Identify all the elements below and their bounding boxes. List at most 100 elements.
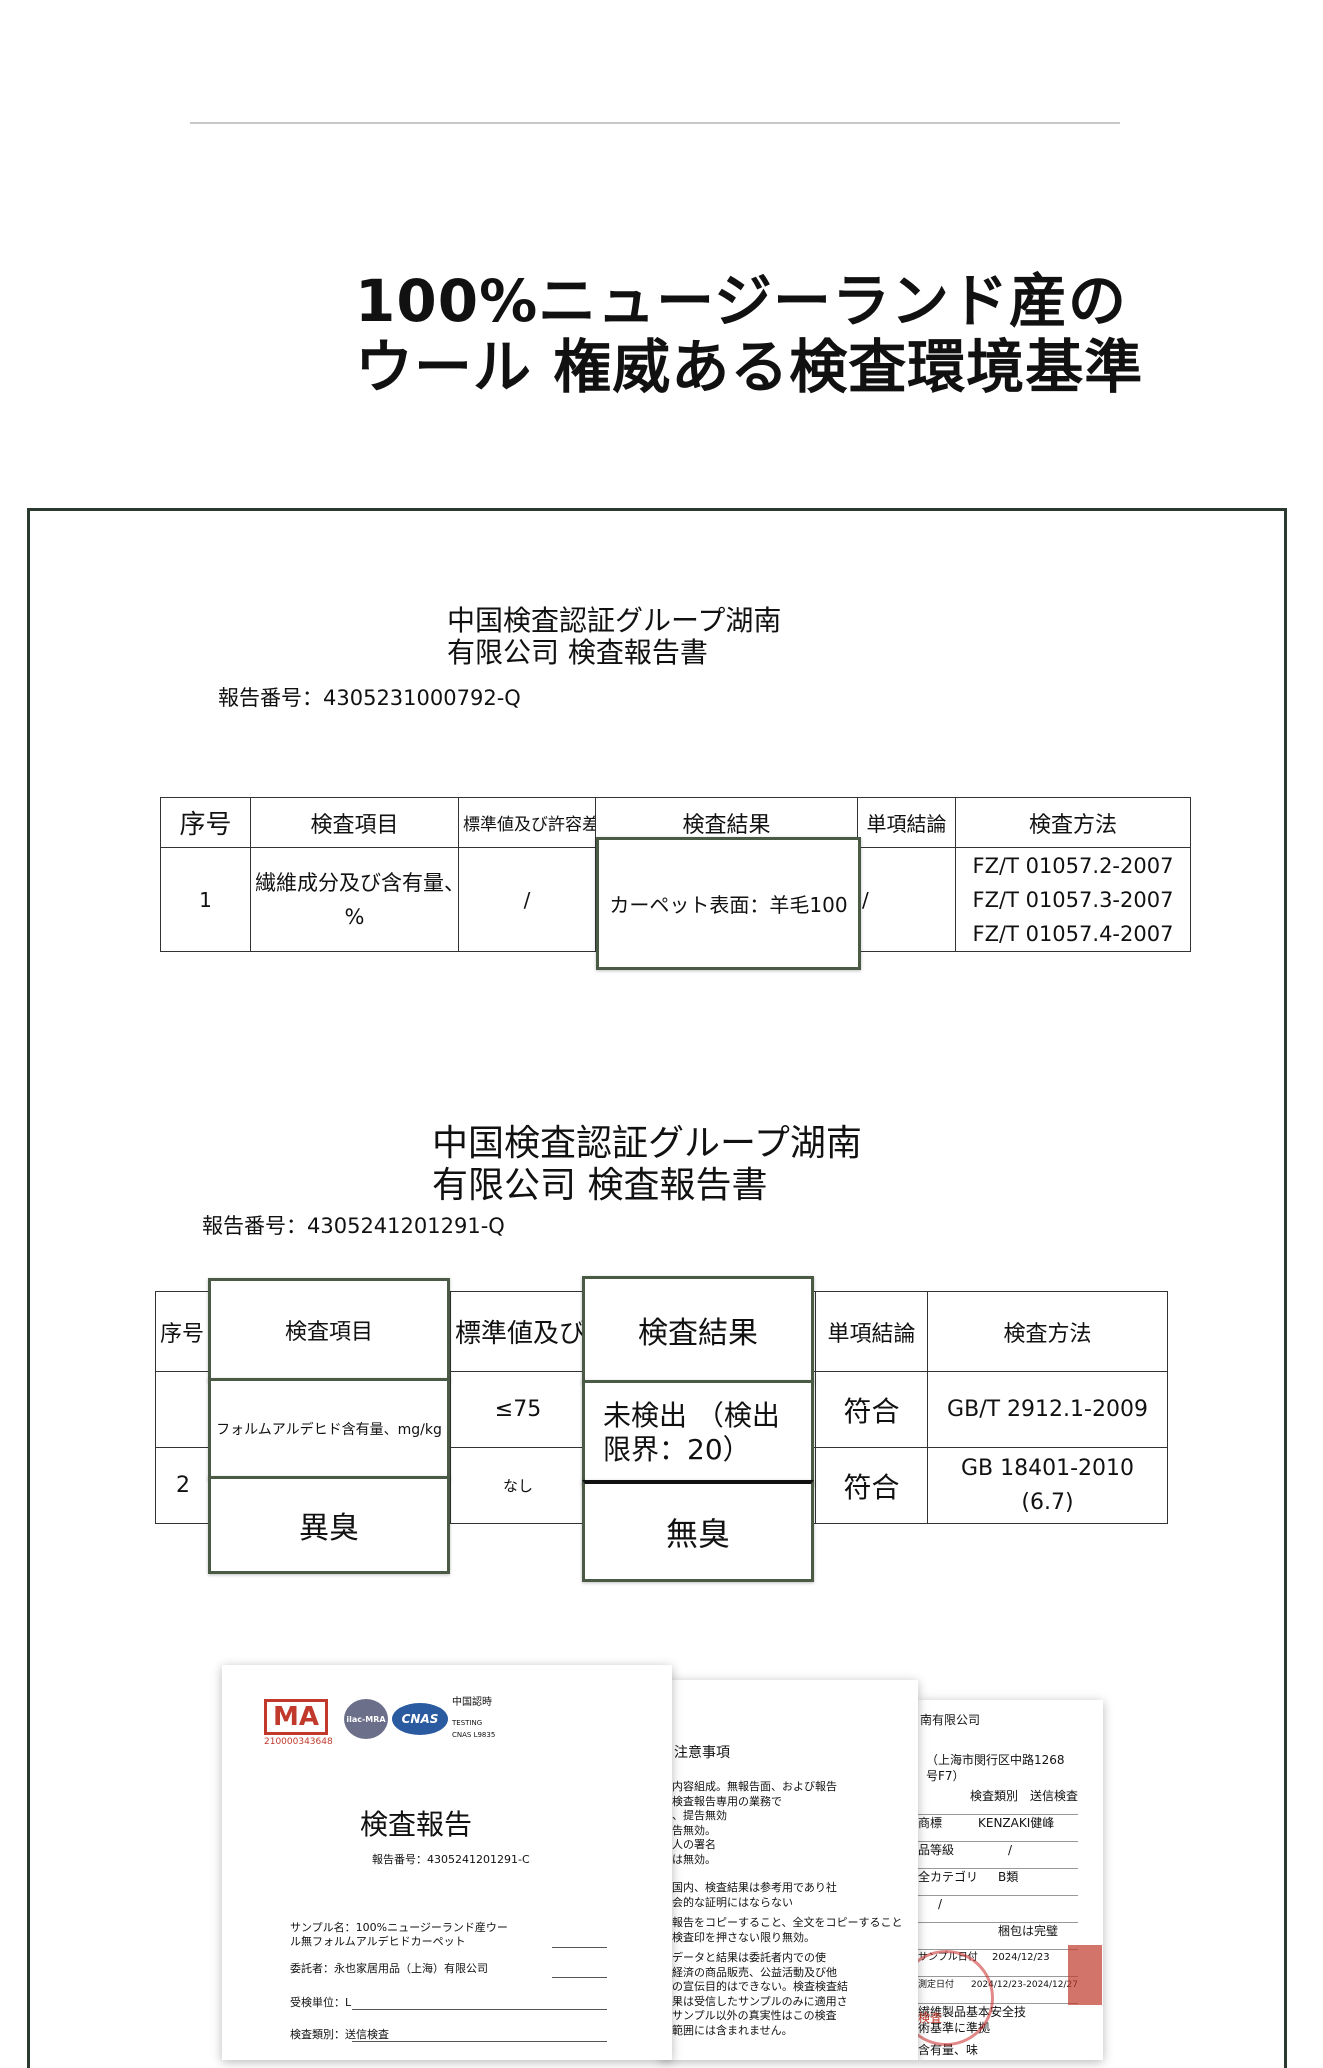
note-line: 報告をコピーすること、全文をコピーすること bbox=[672, 1916, 903, 1929]
report2-row2-method-line1: GB 18401-2010 bbox=[960, 1455, 1135, 1481]
report2-header-method: 検査方法 bbox=[927, 1291, 1168, 1372]
underline bbox=[352, 2009, 607, 2010]
report1-header-method: 検査方法 bbox=[955, 797, 1191, 848]
report2-row1-result-box: 未検出 （検出 限界：20） bbox=[582, 1380, 814, 1486]
report1-cell-conclusion: / bbox=[857, 847, 956, 952]
doc-front-category: 検査類別：送信検査 bbox=[290, 2028, 389, 2041]
sample-line1: サンプル名：100%ニュージーランド産ウー bbox=[290, 1921, 508, 1934]
doc-front-client: 委託者：永也家居用品（上海）有限公司 bbox=[290, 1962, 488, 1975]
report1-header-item: 検査項目 bbox=[250, 797, 459, 848]
note-line: 検査報告専用の業務で bbox=[672, 1794, 782, 1808]
headline: 100%ニュージーランド産の ウール 権威ある検査環境基準 bbox=[355, 268, 1143, 400]
report1-method-2: FZ/T 01057.3-2007 bbox=[972, 887, 1174, 912]
note-line: は無効。 bbox=[672, 1852, 716, 1866]
note-line: 国内、検査結果は参考用であり社 bbox=[672, 1881, 837, 1894]
note-line: 会的な証明にはならない bbox=[672, 1895, 793, 1909]
note-line: の宣伝目的はできない。検査検査結 bbox=[672, 1980, 848, 1993]
cnas-logo: CNAS bbox=[392, 1703, 448, 1735]
report1-org-line1: 中国検査認証グループ湖南 bbox=[447, 604, 782, 637]
report2-org: 中国検査認証グループ湖南 有限公司 検査報告書 bbox=[432, 1123, 862, 1207]
report2-row1-result-line1: 未検出 （検出 bbox=[603, 1399, 780, 1432]
report2-row1-item-box: フォルムアルデヒド含有量、mg/kg bbox=[208, 1378, 450, 1480]
doc-middle-notes: 内容組成。無報告面、および報告 検査報告専用の業務で 、提告無効 告無効。 人の… bbox=[672, 1780, 903, 2038]
doc-back-addr1: （上海市閔行区中路1268 bbox=[926, 1753, 1065, 1767]
red-seal-stamp bbox=[918, 1950, 994, 2046]
report2-row2-method: GB 18401-2010 (6.7) bbox=[927, 1447, 1168, 1524]
doc-front-title: 検査報告 bbox=[360, 1808, 473, 1841]
ma-code: 210000343648 bbox=[264, 1737, 333, 1747]
note-line: 経済の商品販売、公益活動及び他 bbox=[672, 1965, 837, 1979]
report2-header-no: 序号 bbox=[155, 1291, 211, 1372]
note-line: 人の署名 bbox=[672, 1838, 716, 1851]
note-line: サンプル以外の真実性はこの検査 bbox=[672, 2009, 837, 2022]
stamp-label: 検査 bbox=[918, 2011, 943, 2025]
report2-org-line1: 中国検査認証グループ湖南 bbox=[432, 1123, 862, 1164]
report2-number: 報告番号：4305241201291-Q bbox=[202, 1214, 505, 1238]
report1-org-line2: 有限公司 検査報告書 bbox=[447, 636, 708, 669]
doc-back-row: / bbox=[918, 1896, 1078, 1923]
report1-method-1: FZ/T 01057.2-2007 bbox=[972, 853, 1174, 878]
report2-header-result-box: 検査結果 bbox=[582, 1276, 814, 1384]
cert-text: 中国認時 TESTING CNAS L9835 bbox=[452, 1697, 495, 1741]
doc-front-report-no: 報告番号：4305241201291-C bbox=[372, 1853, 530, 1866]
report1-cell-method: FZ/T 01057.2-2007 FZ/T 01057.3-2007 FZ/T… bbox=[955, 847, 1191, 952]
report2-row1-conclusion: 符合 bbox=[815, 1371, 928, 1448]
cert-line1: 中国認時 bbox=[452, 1697, 492, 1708]
doc-back-row: 検査類別 送信検査 bbox=[918, 1788, 1078, 1815]
report1-header-no: 序号 bbox=[160, 797, 251, 848]
headline-line-1: 100%ニュージーランド産の bbox=[355, 267, 1128, 335]
ilac-mra-logo: ilac-MRA bbox=[344, 1699, 388, 1739]
note-line: 範囲には含まれません。 bbox=[672, 2023, 793, 2037]
report2-org-line2: 有限公司 検査報告書 bbox=[432, 1165, 768, 1206]
report1-cell-item: 繊維成分及び含有量、 % bbox=[250, 847, 459, 952]
note-line: データと結果は委託者内での使 bbox=[672, 1951, 826, 1964]
report2-row2-conclusion: 符合 bbox=[815, 1447, 928, 1524]
note-line: 検査印を押さない限り無効。 bbox=[672, 1930, 815, 1944]
report1-header-conclusion: 単項結論 bbox=[857, 797, 956, 848]
underline bbox=[352, 2041, 607, 2042]
ma-logo: MA bbox=[264, 1699, 328, 1735]
note-line: 告無効。 bbox=[672, 1823, 716, 1837]
report2-row1-result-line2: 限界：20） bbox=[603, 1433, 751, 1466]
report1-header-standard: 標準値及び許容差 bbox=[458, 797, 596, 848]
report2-row1-no bbox=[155, 1371, 211, 1448]
note-line: 果は受信したサンプルのみに適用さ bbox=[672, 1994, 848, 2008]
doc-front-sample: サンプル名：100%ニュージーランド産ウー ル無フォルムアルデヒドカーペット bbox=[290, 1921, 508, 1949]
underline bbox=[552, 1977, 607, 1978]
cert-line2: TESTING bbox=[452, 1719, 483, 1727]
note-line: 内容組成。無報告面、および報告 bbox=[672, 1780, 837, 1793]
underline bbox=[552, 1947, 607, 1948]
report1-cell-no: 1 bbox=[160, 847, 251, 952]
doc-front-unit: 受検単位：L bbox=[290, 1996, 352, 2009]
report2-header-standard: 標準値及び許容差 bbox=[450, 1291, 586, 1372]
red-seal-badge bbox=[1068, 1945, 1102, 2005]
report1-item-line2: % bbox=[344, 904, 365, 929]
doc-middle-title: 注意事項 bbox=[674, 1745, 730, 1761]
report1-item-line1: 繊維成分及び含有量、 bbox=[255, 870, 459, 895]
report1-method-3: FZ/T 01057.4-2007 bbox=[972, 921, 1174, 946]
report1-number: 報告番号：4305231000792-Q bbox=[218, 686, 521, 710]
report1-result-highlight: カーペット表面：羊毛100 bbox=[596, 837, 861, 970]
report2-header-item-box: 検査項目 bbox=[208, 1278, 450, 1382]
report2-row2-method-line2: (6.7) bbox=[1021, 1489, 1074, 1515]
report2-row2-result-box: 無臭 bbox=[582, 1480, 814, 1582]
report2-row1-standard: ≤75 bbox=[450, 1371, 586, 1448]
report2-row1-method: GB/T 2912.1-2009 bbox=[927, 1371, 1168, 1448]
headline-line-2: ウール 権威ある検査環境基準 bbox=[355, 333, 1144, 401]
cert-line3: CNAS L9835 bbox=[452, 1731, 496, 1739]
report2-row2-item-box: 異臭 bbox=[208, 1476, 450, 1574]
sample-line2: ル無フォルムアルデヒドカーペット bbox=[290, 1935, 466, 1948]
report2-header-conclusion: 単項結論 bbox=[815, 1291, 928, 1372]
doc-middle: 注意事項 内容組成。無報告面、および報告 検査報告専用の業務で 、提告無効 告無… bbox=[660, 1680, 918, 2060]
doc-back-row: 梱包は完璧 bbox=[918, 1923, 1078, 1950]
report1-cell-standard: / bbox=[458, 847, 596, 952]
note-line: 、提告無効 bbox=[672, 1809, 727, 1822]
report1-org: 中国検査認証グループ湖南 有限公司 検査報告書 bbox=[447, 605, 781, 669]
report2-row2-no: 2 bbox=[155, 1447, 211, 1524]
report2-row2-standard: なし bbox=[450, 1447, 586, 1524]
doc-back-header: 南有限公司 bbox=[920, 1713, 981, 1727]
doc-front: MA 210000343648 ilac-MRA CNAS 中国認時 TESTI… bbox=[222, 1665, 672, 2060]
